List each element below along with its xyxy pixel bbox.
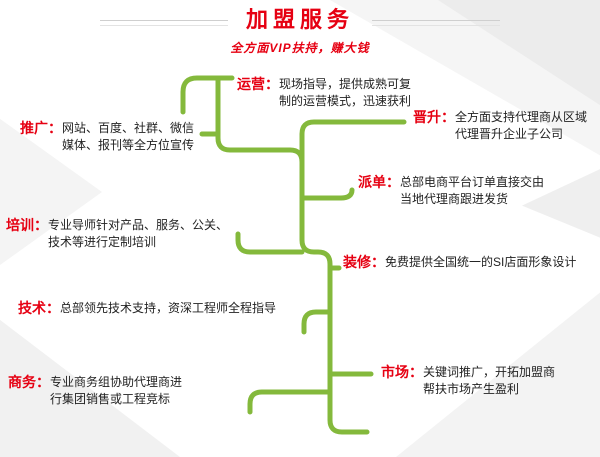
service-label-zhuangxiu: 装修： <box>343 254 385 270</box>
vine-branch-jishu <box>301 309 333 335</box>
service-item-jinsheng: 晋升： 全方面支持代理商从区域代理晋升企业子公司 <box>413 109 593 143</box>
header: 加盟服务 全方面VIP扶持，赚大钱 <box>0 6 600 56</box>
service-item-tuiguang: 推广： 网站、百度、社群、微信媒体、报刊等全方位宣传 <box>20 120 200 154</box>
service-desc-jinsheng: 全方面支持代理商从区域代理晋升企业子公司 <box>455 110 588 141</box>
service-label-jinsheng: 晋升： <box>413 109 455 125</box>
vine-branch-shangwu <box>247 389 333 415</box>
service-label-jishu: 技术： <box>18 300 60 316</box>
service-label-shangwu: 商务： <box>8 374 50 390</box>
service-desc-shichang: 关键词推广，开拓加盟商帮扶市场产生盈利 <box>423 365 556 396</box>
service-desc-paidan: 总部电商平台订单直接交由当地代理商跟进发货 <box>400 175 545 206</box>
service-item-jishu: 技术： 总部领先技术支持，资深工程师全程指导 <box>18 300 276 317</box>
service-desc-zhuangxiu: 免费提供全国统一的SI店面形象设计 <box>385 255 577 269</box>
service-item-shangwu: 商务： 专业商务组协助代理商进行集团销售或工程竞标 <box>8 374 188 408</box>
page-title: 加盟服务 <box>245 7 354 32</box>
service-item-shichang: 市场： 关键词推广，开拓加盟商帮扶市场产生盈利 <box>381 364 561 398</box>
service-label-peixun: 培训： <box>6 217 48 233</box>
service-label-tuiguang: 推广： <box>20 120 62 136</box>
service-desc-yunying: 现场指导，提供成熟可复制的运营模式，迅速获利 <box>279 77 412 108</box>
vine-branch-paidan <box>299 187 355 201</box>
service-item-yunying: 运营： 现场指导，提供成熟可复制的运营模式，迅速获利 <box>237 76 417 110</box>
service-desc-shangwu: 专业商务组协助代理商进行集团销售或工程竞标 <box>50 375 183 406</box>
service-item-peixun: 培训： 专业导师针对产品、服务、公关、技术等进行定制培训 <box>6 217 233 251</box>
vine-branch-jinsheng <box>299 119 407 175</box>
vine-branch-peixun <box>235 231 305 255</box>
service-label-yunying: 运营： <box>237 76 279 92</box>
vine-top-hook <box>180 75 235 115</box>
service-desc-jishu: 总部领先技术支持，资深工程师全程指导 <box>60 301 277 315</box>
service-label-paidan: 派单： <box>358 174 400 190</box>
title-rule-left <box>99 19 228 26</box>
title-rule-right <box>372 19 500 26</box>
service-desc-tuiguang: 网站、百度、社群、微信媒体、报刊等全方位宣传 <box>62 121 195 152</box>
page-subtitle: 全方面VIP扶持，赚大钱 <box>230 41 370 55</box>
service-label-shichang: 市场： <box>381 364 423 380</box>
service-desc-peixun: 专业导师针对产品、服务、公关、技术等进行定制培训 <box>48 218 229 249</box>
vine-trunk <box>215 75 370 435</box>
service-item-zhuangxiu: 装修： 免费提供全国统一的SI店面形象设计 <box>343 254 576 271</box>
service-item-paidan: 派单： 总部电商平台订单直接交由当地代理商跟进发货 <box>358 174 550 208</box>
